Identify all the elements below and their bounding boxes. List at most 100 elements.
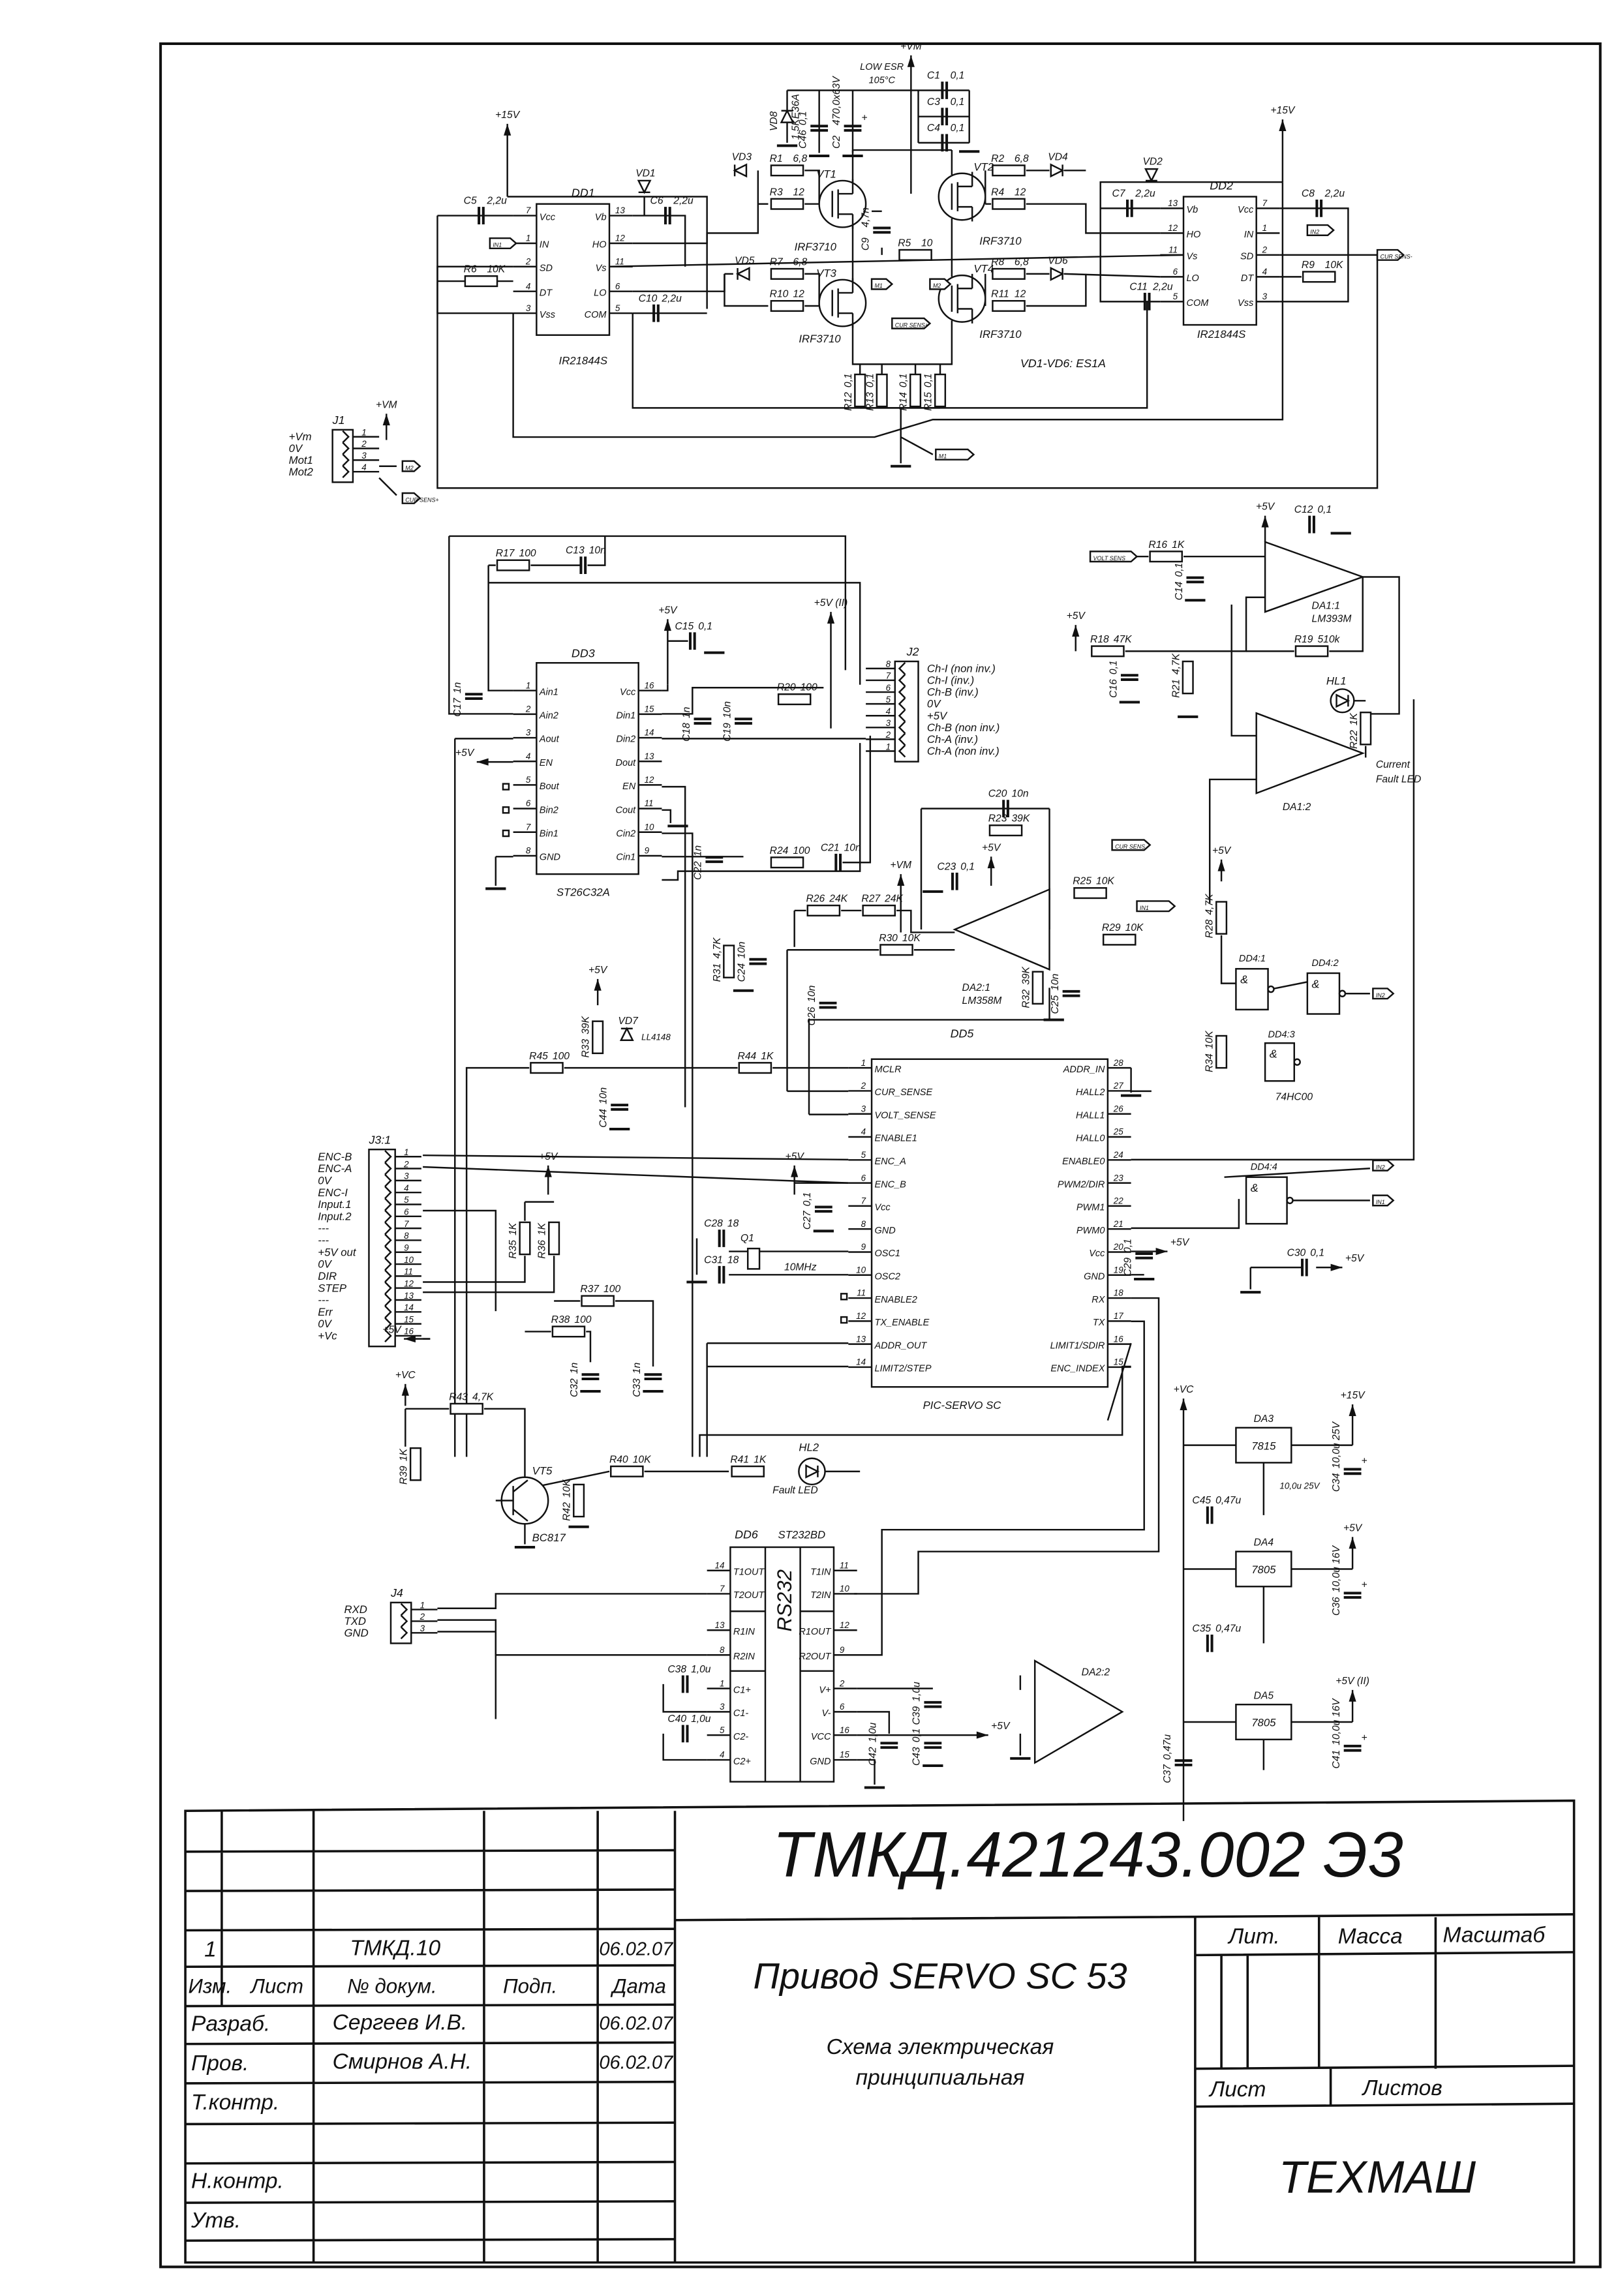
component-ref: C10 — [639, 293, 658, 304]
pin-name: Bout — [540, 781, 560, 792]
net-tag — [401, 460, 421, 472]
wire — [436, 254, 1379, 489]
component-value: 1n — [569, 1363, 580, 1374]
capacitor-C40 — [681, 1725, 689, 1743]
connector-ref: J2 — [906, 645, 919, 658]
pin-name: Vss — [1238, 298, 1253, 309]
wire — [1329, 577, 1364, 652]
component-ref: R1 — [770, 153, 783, 164]
pin-name: LO — [594, 288, 606, 298]
component-ref: C31 — [704, 1254, 723, 1265]
resistor-R13 — [876, 373, 888, 408]
pin-number: 15 — [1114, 1357, 1123, 1367]
capacitor-C26 — [819, 1001, 837, 1009]
component-value: 12 — [1015, 187, 1026, 198]
wire — [1063, 273, 1161, 278]
component-value: 24K — [884, 894, 903, 905]
pin-number: 2 — [861, 1081, 866, 1091]
component-ref: R15 — [923, 392, 934, 411]
pin-name: DT — [540, 288, 553, 298]
inverter-bubble — [1293, 1058, 1301, 1066]
resistor-R31 — [723, 944, 735, 978]
component-value: 100 — [603, 1284, 620, 1295]
wire — [1224, 1168, 1370, 1178]
connector-ref: J1 — [332, 414, 345, 427]
pin-name: ENABLE2 — [875, 1295, 917, 1305]
pin-name: GND — [1084, 1271, 1105, 1282]
component-value: 100 — [793, 845, 810, 856]
no-connect-icon — [502, 783, 510, 791]
arrow-right-icon — [1155, 1247, 1168, 1256]
power-rail-label: +5V (II) — [814, 597, 848, 609]
wire — [804, 273, 820, 307]
component-ref: C35 — [1192, 1624, 1211, 1635]
capacitor-C28 — [718, 1230, 725, 1247]
title-block: ТМКД.421243.002 Э3 Привод SERVO SC 53 Сх… — [184, 1799, 1576, 2264]
net-tag-label: IN2 — [1376, 992, 1385, 999]
component-value: 10K — [902, 933, 921, 944]
component-value: 100 — [574, 1314, 591, 1325]
capacitor-C20 — [1002, 800, 1009, 817]
component-ref: R8 — [991, 256, 1004, 267]
pin-number: 2 — [525, 256, 531, 266]
connector-pin-number: 11 — [404, 1267, 413, 1276]
header-sign: Подп. — [503, 1974, 557, 1997]
capacitor-C44 — [611, 1104, 629, 1111]
arrow-up-icon — [1180, 1398, 1187, 1411]
power-rail-label: +5V — [658, 605, 678, 616]
contact-zigzag — [400, 1603, 408, 1640]
pin-number: 3 — [861, 1104, 866, 1113]
component-value: 10 — [921, 237, 933, 249]
component-value: 18 — [727, 1254, 739, 1265]
diode-VD2 — [1144, 168, 1159, 183]
capacitor-C31 — [718, 1265, 725, 1284]
pin-number: 27 — [1113, 1081, 1123, 1091]
diode-VD4 — [1050, 163, 1065, 178]
component-value: 10n — [737, 942, 748, 959]
connector-pin-label: Ch-I (inv.) — [927, 674, 974, 687]
arrow-up-icon — [1261, 515, 1269, 528]
resistor-R38 — [551, 1325, 586, 1338]
resistor-R18 — [1091, 645, 1125, 657]
wire — [724, 273, 769, 307]
component-ref: R24 — [770, 845, 789, 856]
component-ref: C25 — [1050, 995, 1061, 1014]
wire — [662, 686, 824, 715]
arrow-up-icon — [1279, 119, 1287, 132]
connector-pin-label: STEP — [318, 1282, 347, 1294]
component-ref: C14 — [1174, 581, 1185, 600]
capacitor-C14 — [1186, 576, 1204, 584]
transistor-ref: VT4 — [973, 263, 994, 275]
sheet-header: Лист — [1208, 2077, 1266, 2102]
wire — [507, 196, 708, 309]
resistor-R5 — [898, 249, 932, 261]
component-value: 39K — [1011, 813, 1030, 824]
component-value: 6,8 — [793, 153, 807, 164]
arrow-up-icon — [382, 414, 390, 426]
resistor-R11 — [992, 299, 1026, 312]
wire — [423, 1256, 555, 1293]
product-name: Привод SERVO SC 53 — [754, 1956, 1127, 1997]
connector-pin-number: 15 — [404, 1314, 414, 1324]
capacitor-C25 — [1062, 989, 1080, 997]
net-tag-label: M2 — [405, 464, 413, 471]
component-ref: C28 — [704, 1218, 723, 1230]
ic-part: IR21844S — [559, 354, 608, 367]
arrow-up-icon — [664, 619, 671, 631]
gate-symbol: & — [1240, 973, 1248, 986]
component-value: 0,47u — [1215, 1624, 1241, 1635]
component-value: 4,7K — [1204, 894, 1215, 915]
connector-pin-label: 0V — [927, 698, 941, 710]
pin-number: 13 — [856, 1334, 866, 1344]
component-ref: C4 — [927, 123, 940, 134]
component-value: 1n — [681, 707, 692, 718]
connector-pin-label: --- — [318, 1294, 329, 1307]
component-ref: R22 — [1349, 730, 1360, 749]
connector-pin-number: 6 — [404, 1207, 409, 1217]
pin-number: 13 — [615, 205, 625, 215]
resistor-R7 — [770, 267, 804, 280]
pin-name: PWM0 — [1076, 1226, 1105, 1236]
opamp-part: LM393M — [1312, 614, 1352, 625]
company-name: ТЕХМАШ — [1279, 2151, 1476, 2202]
pin-name: Cin1 — [616, 853, 635, 863]
